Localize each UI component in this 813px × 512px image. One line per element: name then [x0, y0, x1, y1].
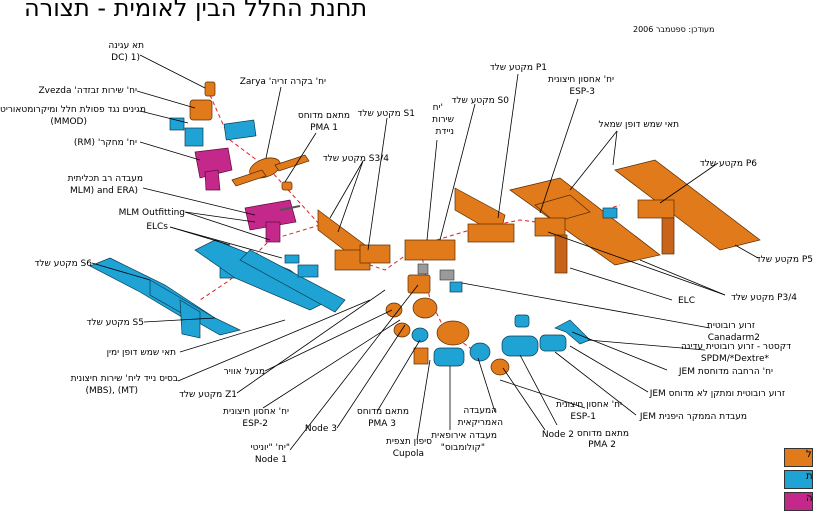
label-z1: מקטע שלד Z1	[179, 390, 237, 400]
zarya-module	[231, 154, 310, 191]
p5-p6-arrays	[602, 159, 761, 255]
node1-unity	[407, 269, 463, 294]
label-dextre-2: SPDM/*Dextre*	[701, 354, 770, 364]
label-elcs: ELCs	[146, 222, 168, 232]
node2-harmony	[501, 314, 539, 357]
label-pma3-1: מתאם מדוחס	[357, 407, 409, 417]
label-mlm-era-1: מעבדה רב תכליתית	[68, 174, 143, 184]
label-esp1-1: יח' אחסון חיצונית	[556, 400, 622, 410]
label-left-sun: תאי שמש דופן שמאל	[599, 120, 680, 130]
leader-lines	[91, 54, 759, 451]
label-esp3-2: ESP-3	[569, 87, 595, 97]
label-canadarm-1: זרוע רובוטית	[707, 321, 755, 331]
label-dextre-1: דקסטר - זרוע רובוטית עדינה	[681, 342, 791, 352]
label-esp2-1: יח' אחסון חיצונית	[223, 407, 289, 417]
label-airlock: מנעל אוויר	[224, 367, 265, 377]
label-mbs-2: (MBS), (MT)	[85, 386, 138, 396]
label-p5: מקטע שלד P5	[756, 255, 813, 265]
p1-truss	[454, 187, 515, 243]
label-docking-1: תא עגינה	[108, 41, 144, 51]
label-docking-2: DC) 1)	[111, 53, 140, 63]
s1-s0-truss	[359, 239, 456, 275]
label-s1: מקטע שלד S1	[357, 109, 415, 119]
page-title: תחנת החלל הבין לאומית - תצורה	[24, 0, 368, 22]
label-mbs-1: בסיס נייד ליח' שירות חיצונית	[71, 374, 178, 384]
research-module	[194, 147, 233, 191]
p3p4-arrays	[509, 177, 661, 274]
label-zvezda: Zvezda 'יח' שירות זבזדה	[39, 86, 137, 96]
label-pma1-2: PMA 1	[310, 123, 338, 133]
label-s0: מקטע שלד S0	[451, 96, 509, 106]
label-p6: מקטע שלד P6	[700, 159, 758, 169]
legend-label-russia: ל	[806, 449, 812, 460]
label-esp2-2: ESP-2	[242, 419, 268, 429]
label-destiny-1: המעבדה	[463, 406, 497, 416]
label-jem-pm: JEM יח' הרחבה מדוחסת	[678, 367, 773, 377]
label-pma2-1: מתאם מדוחס	[577, 429, 629, 439]
label-node3: Node 3	[305, 424, 337, 434]
label-s3s4: מקטע שלד S3/4	[323, 154, 390, 164]
destiny-lab	[469, 342, 510, 376]
mlm-module	[244, 199, 301, 243]
label-mobile-3: ניידת	[436, 127, 454, 137]
cupola	[411, 327, 429, 365]
docking-compartment	[204, 81, 216, 97]
label-p3p4: מקטע שלד P3/4	[731, 293, 797, 303]
label-node1-2: Node 1	[255, 455, 287, 465]
label-elc: ELC	[678, 296, 695, 306]
label-s6: מקטע שלד S6	[34, 259, 92, 269]
label-mlm-era-2: MLM) and ERA)	[70, 186, 138, 196]
label-cupola-1: סיפון תצפית	[386, 437, 432, 447]
label-pma3-2: PMA 3	[368, 419, 396, 429]
updated-note: מעודכן: ספטמבר 2006	[633, 25, 715, 34]
s5-s4-arrays	[179, 239, 346, 339]
label-mmod-2: (MMOD)	[50, 117, 87, 127]
label-mobile-1: יח'	[433, 103, 443, 113]
columbus-lab	[433, 320, 470, 367]
label-pma1-1: מתאם מדוחס	[298, 111, 350, 121]
label-rm: (RM) 'יח' מחקר	[74, 138, 137, 148]
label-columbus-2: "קולומבוס"	[441, 443, 485, 453]
legend-label-other: ה	[806, 493, 813, 504]
label-mmod-1: מגינים נגד פסולת חלל ומיקרומטאוריט	[0, 105, 146, 115]
label-mlm-outfitting: MLM Outfitting	[119, 208, 185, 218]
label-jem-arm: JEM זרוע רובוטית ומתקן לא מדוחס	[649, 389, 785, 399]
label-s5: מקטע שלד S5	[86, 318, 144, 328]
label-cupola-2: Cupola	[393, 449, 424, 459]
label-p1: מקטע שלד P1	[490, 63, 547, 73]
label-pma2-2: PMA 2	[588, 440, 616, 450]
label-columbus-1: מעבדה אירופאית	[431, 431, 497, 441]
label-esp1-2: ESP-1	[570, 412, 596, 422]
label-canadarm-2: Canadarm2	[708, 333, 760, 343]
label-node1-1: יח' "יוניטי"	[251, 443, 290, 453]
label-node2: Node 2	[542, 430, 574, 440]
labels: תא עגינה DC) 1) Zvezda 'יח' שירות זבזדה …	[0, 41, 813, 465]
label-destiny-2: האמריקאית	[458, 418, 504, 428]
label-zarya: Zarya 'יח' בקרה זריה	[240, 77, 326, 87]
node3	[385, 297, 438, 338]
jem-module	[539, 319, 591, 352]
legend-label-usa: ת	[806, 471, 813, 482]
label-esp3-1: יח' אחסון חיצונית	[548, 75, 614, 85]
label-jem-lab: JEM מעבדת הממקר היפנית	[639, 412, 747, 422]
label-mobile-2: שירות	[432, 115, 454, 125]
zvezda-module	[169, 99, 257, 147]
label-right-sun: תאי שמש דופן ימין	[107, 348, 177, 358]
